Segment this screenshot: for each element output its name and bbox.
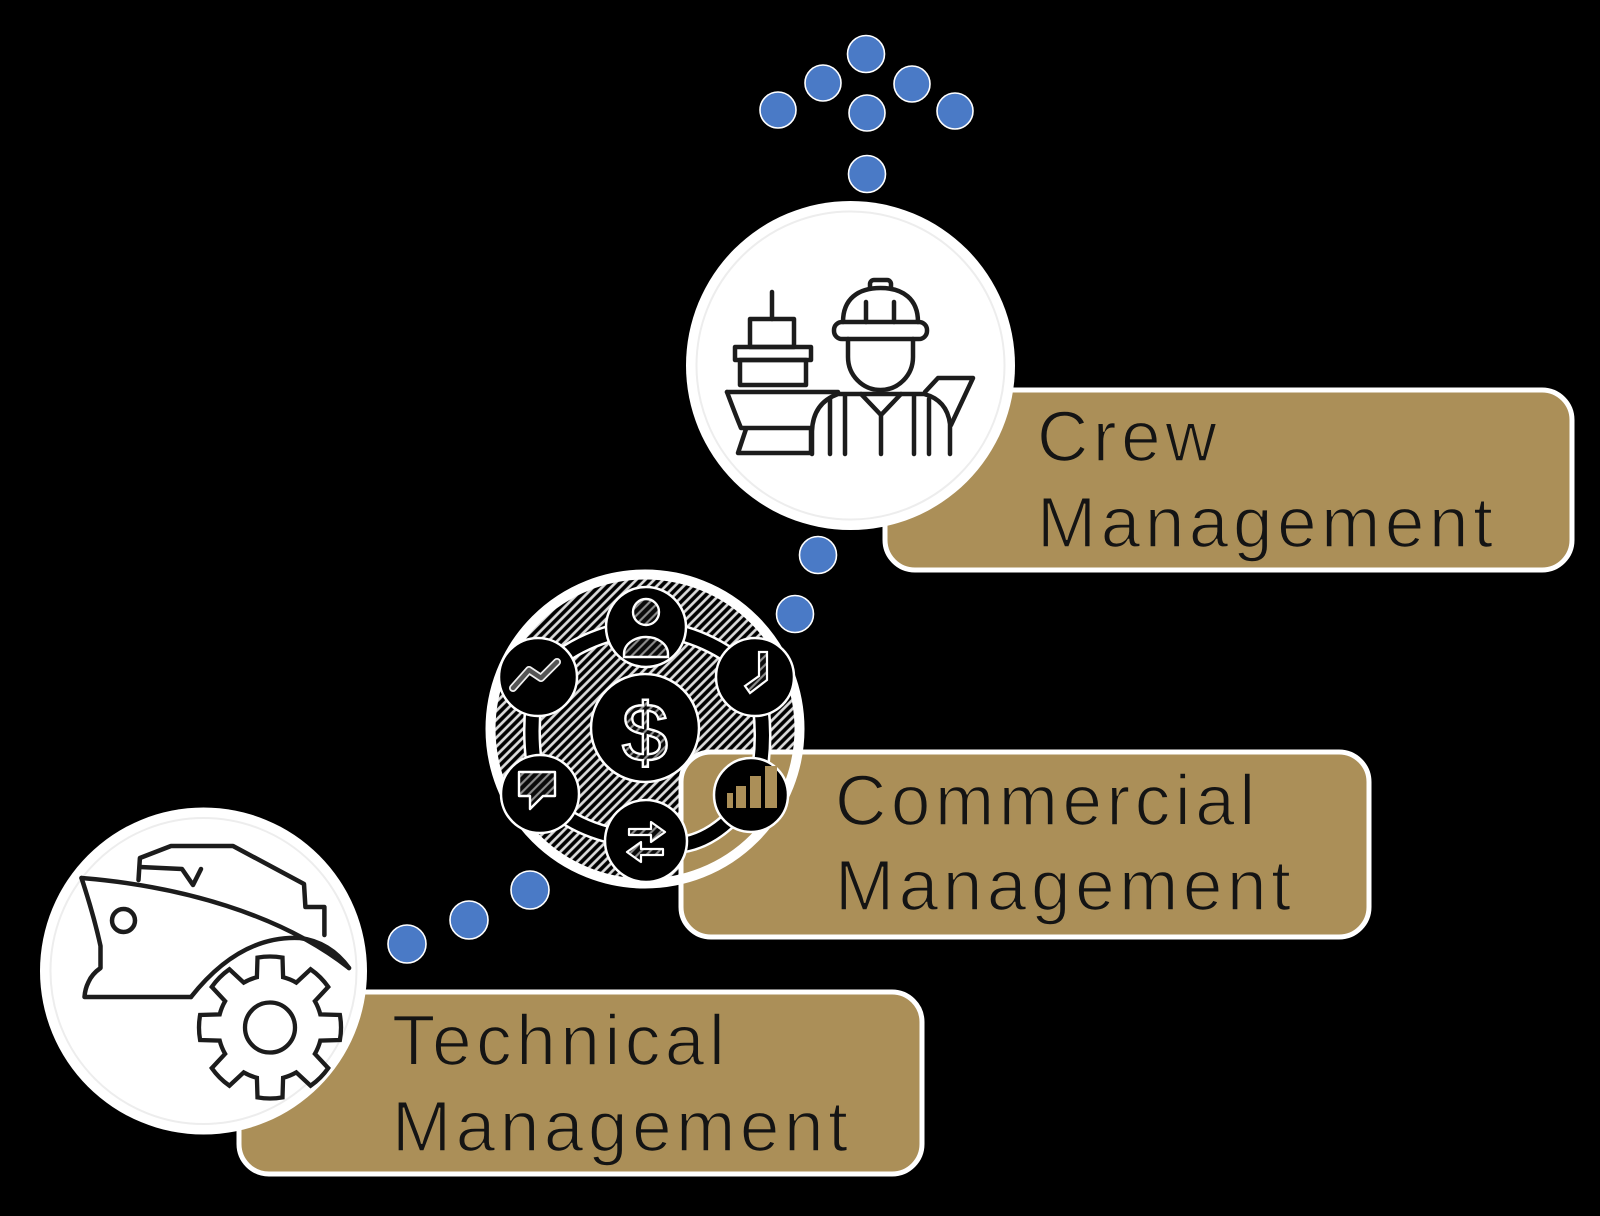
svg-text:Commercial: Commercial: [835, 762, 1260, 841]
svg-text:$: $: [622, 686, 668, 779]
svg-text:Management: Management: [835, 847, 1295, 926]
svg-text:Management: Management: [1037, 484, 1497, 563]
svg-text:Technical: Technical: [392, 1002, 729, 1081]
svg-text:Management: Management: [392, 1088, 852, 1167]
svg-text:Crew: Crew: [1037, 398, 1221, 477]
